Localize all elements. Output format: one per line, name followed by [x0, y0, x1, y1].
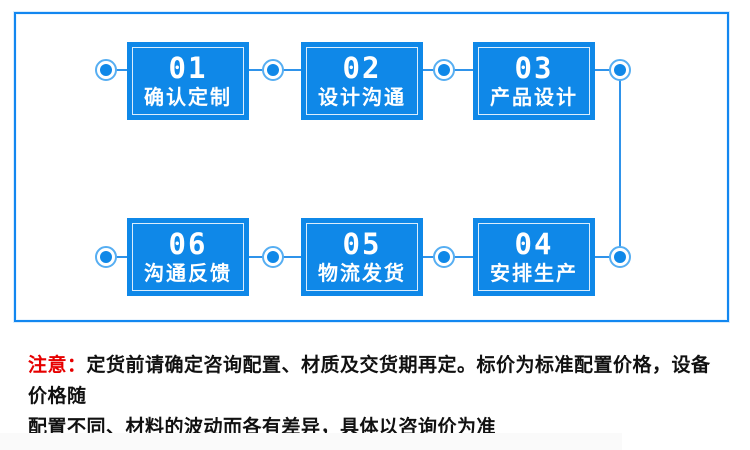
- node-dot-icon: [438, 64, 450, 76]
- node-dot-icon: [267, 251, 279, 263]
- step-box-03: 03 产品设计: [473, 42, 595, 120]
- node-circle-top-1: [95, 59, 117, 81]
- step-label: 物流发货: [318, 262, 406, 285]
- node-circle-bottom-4: [609, 246, 631, 268]
- node-dot-icon: [614, 64, 626, 76]
- notice-line1: 定货前请确定咨询配置、材质及交货期再定。标价为标准配置价格，设备价格随: [28, 355, 711, 407]
- footer-strip: [0, 433, 622, 450]
- node-circle-top-3: [433, 59, 455, 81]
- step-label: 沟通反馈: [144, 262, 232, 285]
- node-circle-top-4: [609, 59, 631, 81]
- node-circle-bottom-2: [262, 246, 284, 268]
- connector-line-vertical: [619, 70, 621, 257]
- node-circle-top-2: [262, 59, 284, 81]
- step-box-01: 01 确认定制: [127, 42, 249, 120]
- step-label: 设计沟通: [318, 86, 406, 109]
- step-box-04: 04 安排生产: [473, 218, 595, 296]
- node-dot-icon: [267, 64, 279, 76]
- step-box-02: 02 设计沟通: [301, 42, 423, 120]
- step-label: 安排生产: [490, 262, 578, 285]
- step-label: 产品设计: [490, 86, 578, 109]
- step-box-06: 06 沟通反馈: [127, 218, 249, 296]
- node-dot-icon: [438, 251, 450, 263]
- node-circle-bottom-1: [95, 246, 117, 268]
- notice-label: 注意：: [28, 355, 87, 376]
- node-dot-icon: [614, 251, 626, 263]
- step-label: 确认定制: [144, 86, 232, 109]
- node-dot-icon: [100, 64, 112, 76]
- step-number: 06: [168, 226, 208, 261]
- step-number: 03: [514, 50, 554, 85]
- notice-line2: 配置不同、材料的波动而各有差异，具体以咨询价为准: [28, 417, 497, 438]
- step-number: 04: [514, 226, 554, 261]
- diagram-border-frame: [14, 12, 729, 322]
- node-dot-icon: [100, 251, 112, 263]
- step-number: 05: [342, 226, 382, 261]
- step-number: 02: [342, 50, 382, 85]
- node-circle-bottom-3: [433, 246, 455, 268]
- notice-text: 注意：定货前请确定咨询配置、材质及交货期再定。标价为标准配置价格，设备价格随配置…: [28, 350, 730, 443]
- step-number: 01: [168, 50, 208, 85]
- step-box-05: 05 物流发货: [301, 218, 423, 296]
